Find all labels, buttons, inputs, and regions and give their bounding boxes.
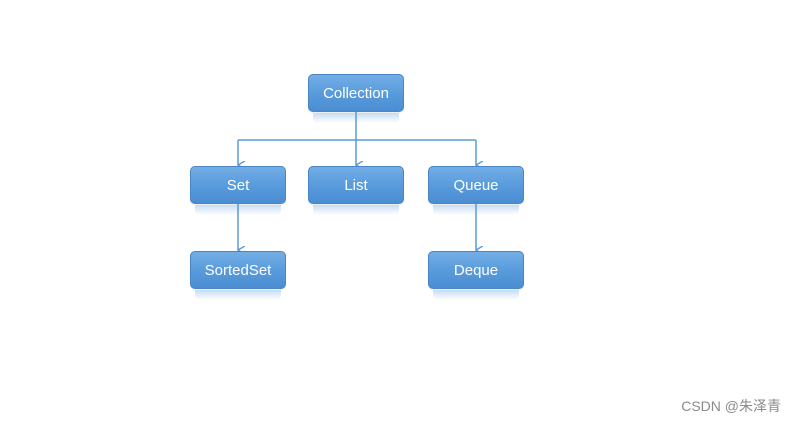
node-collection: Collection <box>308 74 404 123</box>
node-queue: Queue <box>428 166 524 215</box>
node-deque-label: Deque <box>453 261 499 279</box>
watermark: CSDN @朱泽青 <box>681 398 781 414</box>
node-list-label: List <box>344 176 368 194</box>
node-collection-label: Collection <box>323 84 389 102</box>
node-sortedset-label: SortedSet <box>204 261 272 279</box>
node-set: Set <box>190 166 286 215</box>
node-list: List <box>308 166 404 215</box>
node-set-label: Set <box>226 176 250 194</box>
node-queue-label: Queue <box>453 176 499 194</box>
node-sortedset: SortedSet <box>190 251 286 300</box>
node-deque: Deque <box>428 251 524 300</box>
